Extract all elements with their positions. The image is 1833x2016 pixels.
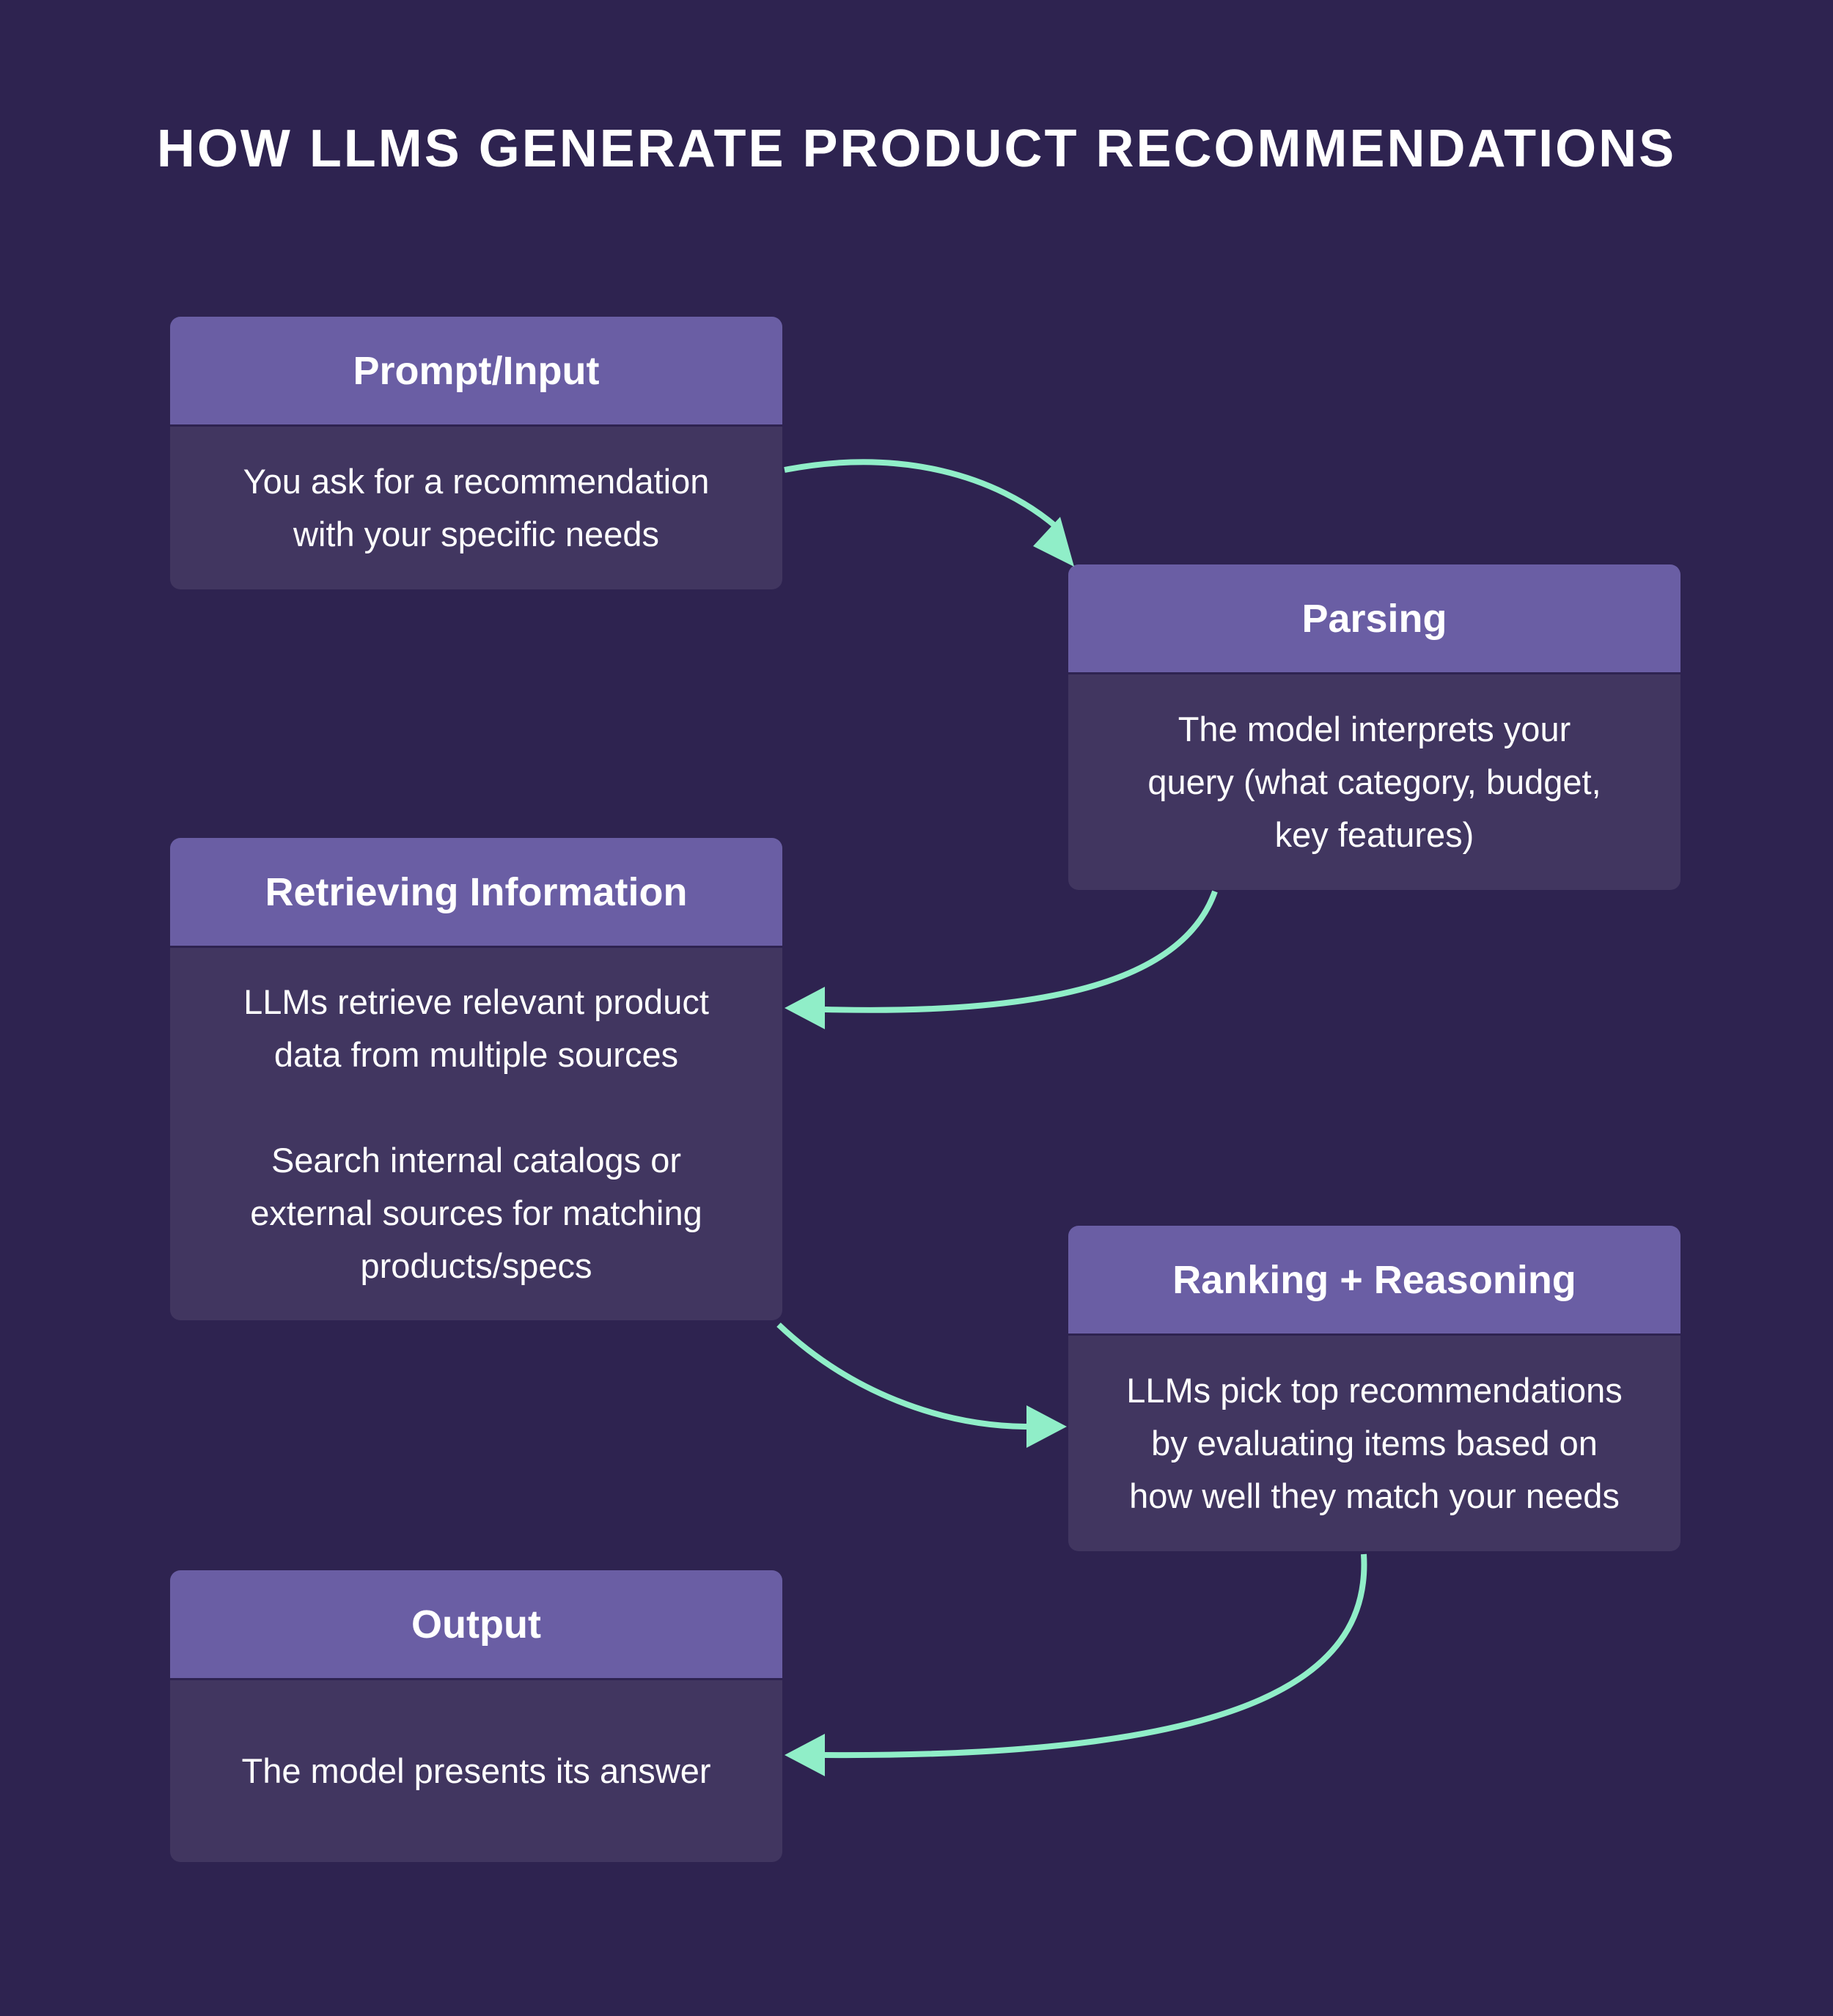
step-card-prompt-input: Prompt/Input You ask for a recommendatio… <box>170 317 782 589</box>
step-card-parsing: Parsing The model interprets your query … <box>1068 564 1680 890</box>
step-card-ranking-reasoning: Ranking + Reasoning LLMs pick top recomm… <box>1068 1226 1680 1551</box>
step-description: Search internal catalogs or external sou… <box>250 1141 702 1285</box>
step-description: The model presents its answer <box>241 1751 711 1790</box>
step-description: You ask for a recommendation with your s… <box>243 462 710 553</box>
step-body: LLMs retrieve relevant product data from… <box>170 948 782 1320</box>
arrow-parsing-to-retrieving <box>785 890 1218 1029</box>
step-card-retrieving-information: Retrieving Information LLMs retrieve rel… <box>170 838 782 1320</box>
step-card-output: Output The model presents its answer <box>170 1570 782 1862</box>
step-body: You ask for a recommendation with your s… <box>170 427 782 589</box>
step-description: The model interprets your query (what ca… <box>1147 710 1601 854</box>
step-header: Output <box>170 1570 782 1678</box>
step-header: Prompt/Input <box>170 317 782 424</box>
step-body: The model interprets your query (what ca… <box>1068 674 1680 890</box>
step-description: LLMs retrieve relevant product data from… <box>243 982 709 1074</box>
diagram-title: HOW LLMS GENERATE PRODUCT RECOMMENDATION… <box>156 119 1677 178</box>
step-description: LLMs pick top recommendations by evaluat… <box>1126 1371 1623 1515</box>
arrow-prompt-to-parsing <box>784 459 1074 567</box>
step-body: LLMs pick top recommendations by evaluat… <box>1068 1336 1680 1551</box>
step-header: Parsing <box>1068 564 1680 672</box>
step-body: The model presents its answer <box>170 1680 782 1862</box>
arrow-retrieving-to-ranking <box>776 1322 1067 1448</box>
step-header: Retrieving Information <box>170 838 782 946</box>
step-header: Ranking + Reasoning <box>1068 1226 1680 1333</box>
arrow-ranking-to-output <box>785 1553 1367 1776</box>
